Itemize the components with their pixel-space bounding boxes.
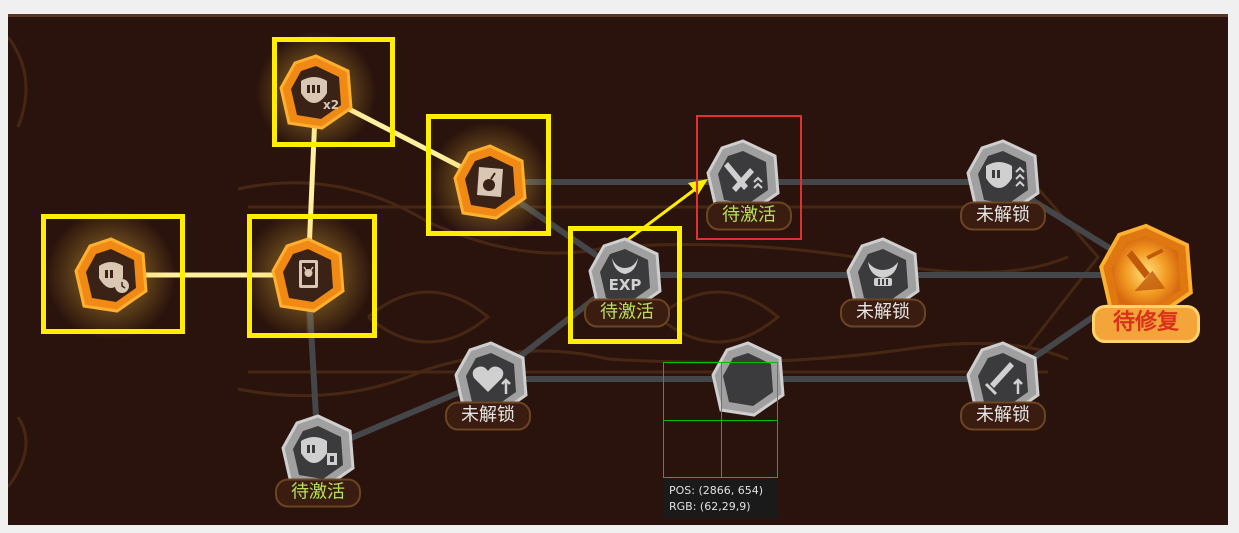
node-hidden-green[interactable] [709,340,787,418]
x2-badge: x2 [323,98,339,112]
shield-bracket-icon [301,437,337,465]
label-sword-up: 未解锁 [960,401,1046,431]
broken-sword-icon [1126,248,1166,292]
highlight-box-scroll-bomb [426,114,551,236]
node-shield-chevron[interactable] [964,138,1042,216]
node-sword-up[interactable] [964,340,1042,418]
pos-label: POS: [669,484,695,497]
highlight-box-sword-chevron [696,115,802,240]
highlight-box-shield-x2 [272,37,395,147]
node-shield-bracket[interactable] [279,413,357,491]
pixel-inspector-readout: POS: (2866, 654) RGB: (62,29,9) [663,480,778,518]
sword-up-icon [984,362,1023,396]
label-shield-chevron: 未解锁 [960,201,1046,231]
node-sword-chevron[interactable] [704,138,782,216]
pixel-inspector-crosshair [663,362,778,478]
rgb-value: (62,29,9) [699,500,751,513]
heart-up-icon [472,366,511,394]
pos-value: (2866, 654) [698,484,764,497]
label-heart-up: 未解锁 [445,401,531,431]
monster-card-icon [299,260,318,288]
decorative-pattern [8,36,1100,488]
sword-chevron-icon [724,162,763,192]
label-horns-monster: 未解锁 [840,298,926,328]
shield-clock-icon [99,262,129,293]
label-exp-horns: 待激活 [584,298,670,328]
shield-chevron-icon [986,162,1025,188]
highlight-box-shield-clock [41,214,185,334]
node-horns-monster[interactable] [844,236,922,314]
node-exp-horns[interactable]: EXP [586,236,664,314]
skill-tree-panel: x2 EXP [8,14,1228,525]
highlight-box-exp-horns [568,226,682,344]
node-monster-card[interactable] [269,236,347,314]
label-shield-bracket: 待激活 [275,478,361,508]
horns-icon [612,258,638,274]
label-final-boss[interactable]: 待修复 [1091,305,1201,343]
node-shield-x2[interactable]: x2 [277,53,355,131]
rgb-label: RGB: [669,500,697,513]
node-final-boss[interactable] [1096,222,1196,322]
exp-glyph: EXP [609,276,642,294]
scroll-bomb-icon [477,167,503,197]
node-shield-clock[interactable] [72,236,150,314]
label-sword-chevron: 待激活 [706,201,792,231]
horns-monster-icon [868,262,898,286]
highlight-box-monster-card [247,214,377,338]
node-heart-up[interactable] [452,340,530,418]
node-scroll-bomb[interactable] [451,143,529,221]
shield-x2-icon [301,77,327,103]
